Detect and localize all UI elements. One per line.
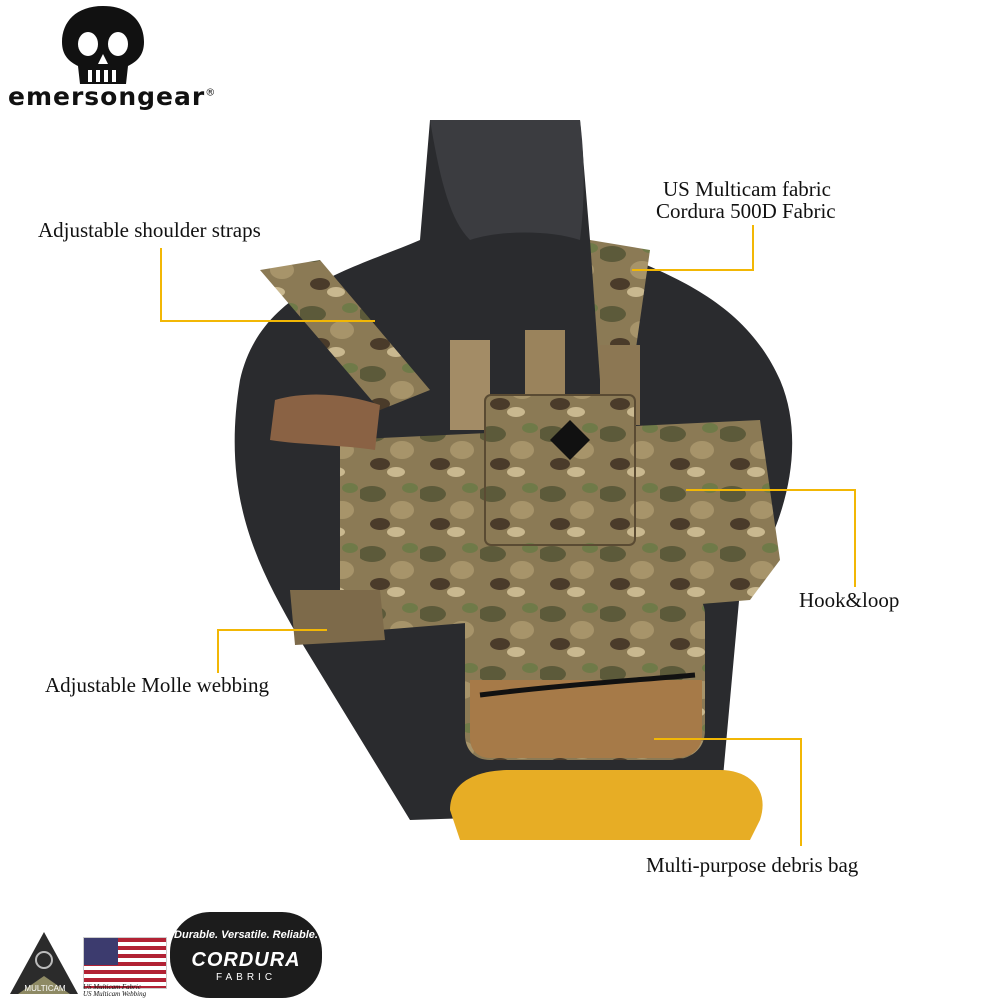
flag-caption-line-2: US Multicam Webbing: [83, 990, 147, 998]
callout-line-fabric-h: [632, 269, 754, 271]
cordura-tagline: Durable. Versatile. Reliable.: [174, 929, 318, 941]
us-flag-icon: [83, 937, 167, 989]
brand-wordmark: emersongear®: [8, 82, 216, 111]
callout-line-debris-v: [800, 738, 802, 846]
cordura-name: CORDURA: [191, 949, 301, 971]
callout-line-hook-v: [854, 489, 856, 587]
callout-line-hook-h: [686, 489, 856, 491]
flag-caption: US Multicam Fabric US Multicam Webbing: [83, 984, 173, 998]
label-hook-loop: Hook&loop: [799, 588, 900, 612]
multicam-badge-icon: [10, 932, 78, 994]
callout-line-debris-h: [654, 738, 802, 740]
label-fabric-line-1: US Multicam fabric: [663, 177, 831, 201]
skull-logo-icon: [62, 6, 144, 84]
label-shoulder-straps: Adjustable shoulder straps: [38, 218, 261, 242]
product-photo: [234, 120, 793, 840]
callout-line-molle-h: [217, 629, 327, 631]
left-shoulder-strap: [260, 260, 430, 410]
callout-line-shoulder-v: [160, 248, 162, 321]
flag-caption-line-1: US Multicam Fabric: [83, 983, 141, 991]
callout-line-fabric-v: [752, 225, 754, 270]
cordura-fabric: FABRIC: [215, 972, 277, 983]
cordura-badge: Durable. Versatile. Reliable. CORDURA FA…: [170, 912, 322, 998]
brand-name: emersongear: [8, 82, 206, 111]
registered-mark: ®: [205, 87, 217, 99]
callout-line-molle-v: [217, 629, 219, 673]
front-flap-pouch: [484, 394, 636, 546]
label-fabric-line-2: Cordura 500D Fabric: [656, 199, 836, 223]
label-debris-bag: Multi-purpose debris bag: [646, 853, 859, 877]
label-molle-webbing: Adjustable Molle webbing: [45, 673, 269, 697]
callout-line-shoulder-h: [160, 320, 375, 322]
multicam-badge-text: MULTICAM: [24, 984, 66, 993]
